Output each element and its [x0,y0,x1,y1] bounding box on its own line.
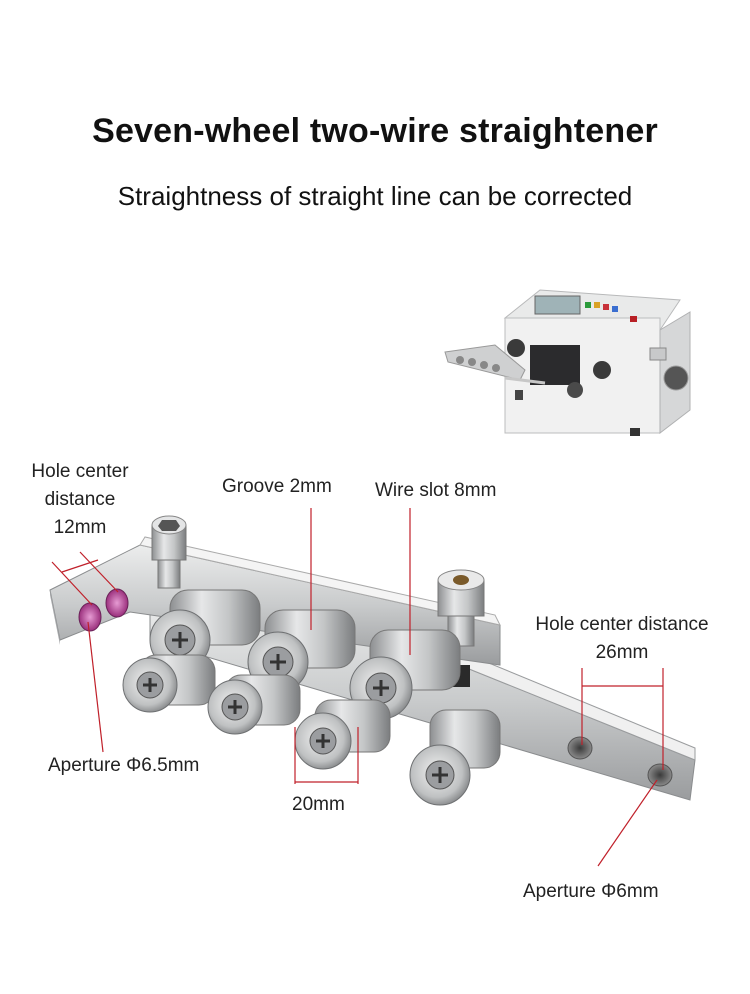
holes-bar [567,736,673,787]
page-subtitle: Straightness of straight line can be cor… [117,181,633,211]
label-aperture-6-5mm: Aperture Φ6.5mm [48,755,200,776]
label-hole-center-12mm-line2: distance [44,489,116,510]
label-spacing-20mm: 20mm [292,794,345,815]
label-hole-center-12mm-line1: Hole center [31,461,129,482]
label-hole-center-26mm-line2: 26mm [595,642,649,663]
label-groove: Groove 2mm [222,476,332,497]
wire-stripping-machine [444,289,691,436]
wheel-2 [122,654,216,713]
label-aperture-6mm: Aperture Φ6mm [523,881,659,902]
holes-left [78,588,129,632]
label-hole-center-12mm-line3: 12mm [53,517,107,538]
wheel-7 [409,709,501,806]
annotation-lines [51,508,664,867]
page-title: Seven-wheel two-wire straightener [92,112,658,150]
wheel-4 [207,674,301,735]
label-hole-center-12mm: Hole center distance 12mm [18,458,142,542]
label-hole-center-26mm-line1: Hole center distance [535,614,709,635]
label-wire-slot: Wire slot 8mm [375,480,497,501]
knob-left [151,515,187,589]
wheel-6 [294,699,391,770]
label-hole-center-26mm: Hole center distance 26mm [514,611,730,667]
